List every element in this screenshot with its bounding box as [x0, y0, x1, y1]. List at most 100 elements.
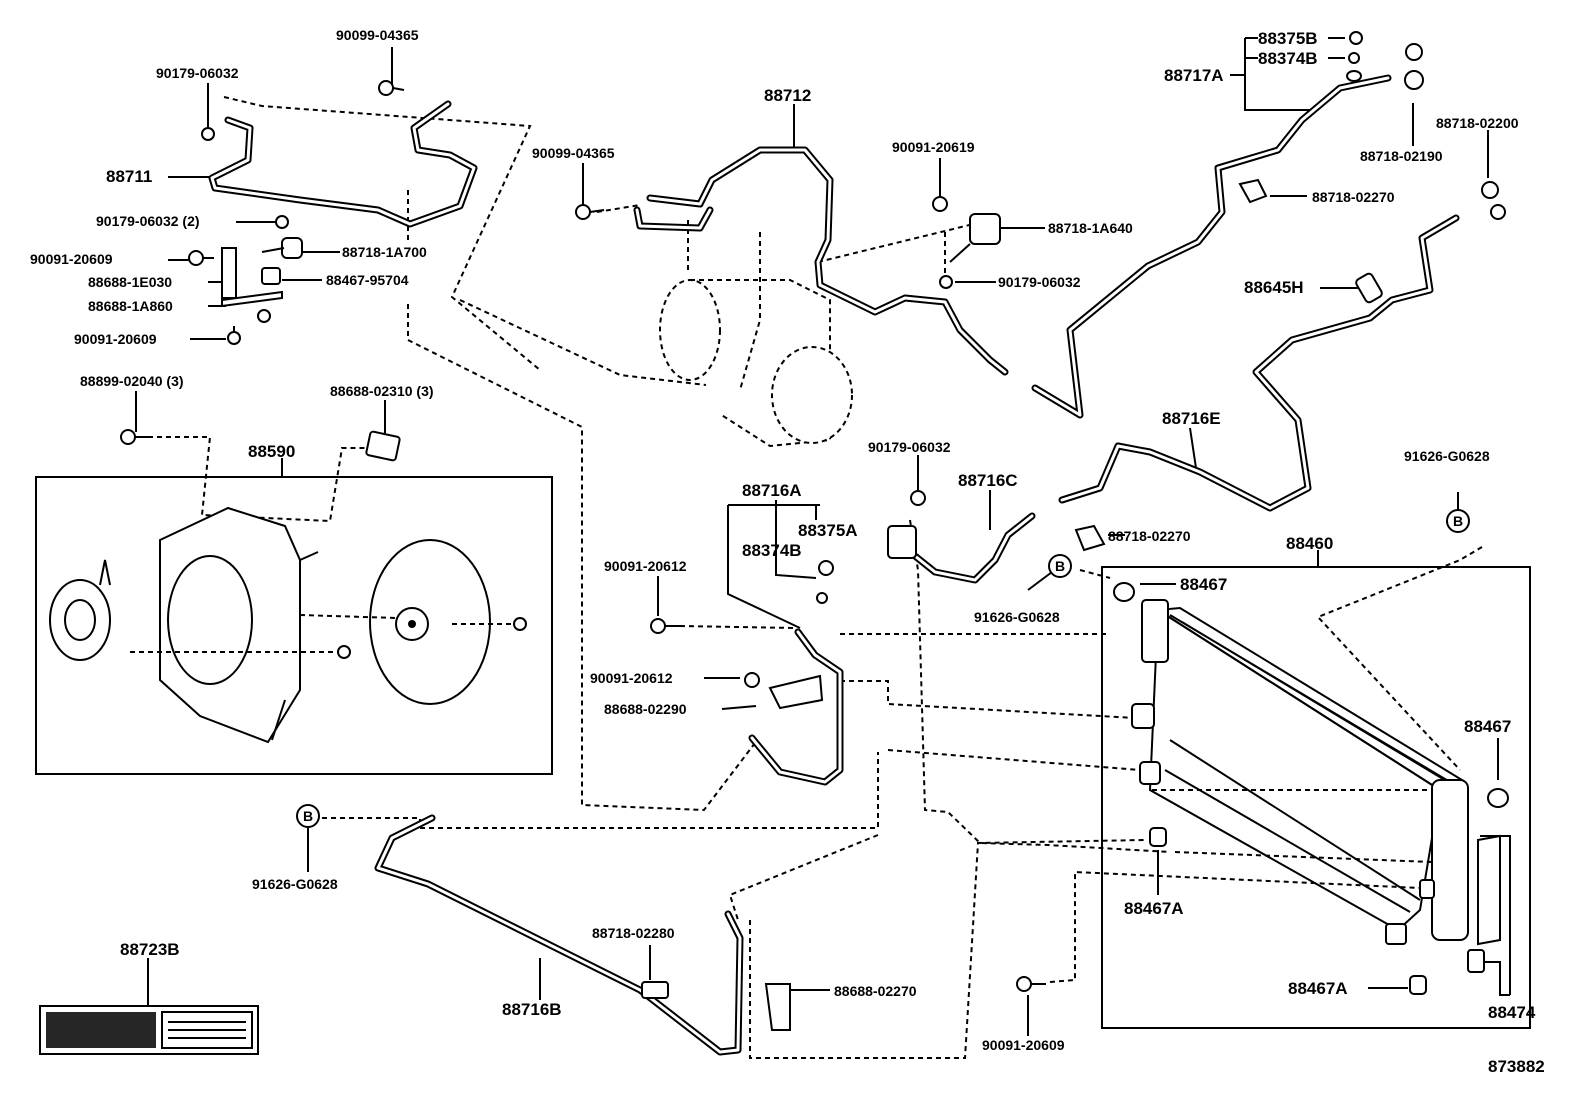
bolt-90091-20609-c	[1016, 976, 1046, 992]
label-88718-02190: 88718-02190	[1360, 148, 1443, 164]
b-markers: B B B	[296, 509, 1470, 828]
label-88716b: 88716B	[502, 1000, 562, 1019]
bolt-90091-20612-a	[650, 618, 680, 634]
bolt-90179-06032-a	[201, 127, 215, 141]
fan-assembly-frame	[35, 476, 553, 775]
label-88723b: 88723B	[120, 940, 180, 959]
fan-shroud	[159, 506, 319, 744]
clip-88718-02270-a	[1238, 178, 1268, 204]
fan-motor	[49, 559, 111, 661]
seal-88374b-top	[1348, 52, 1360, 64]
cap-88375-extra	[1346, 70, 1362, 82]
label-88711: 88711	[106, 167, 152, 186]
bracket-88688-1a860	[221, 290, 283, 323]
marker-b-middle: B	[1048, 554, 1072, 578]
nut-90179-06032-b	[939, 275, 953, 289]
pipe-88711	[208, 100, 478, 228]
clip-88718-1a700	[261, 237, 303, 259]
leader-lines	[135, 37, 1511, 1036]
label-88374b-mid: 88374B	[742, 541, 802, 560]
fan-assembly-88590	[49, 506, 527, 744]
pipe-88712	[633, 146, 1009, 376]
label-88590: 88590	[248, 442, 295, 461]
label-88718-02200: 88718-02200	[1436, 115, 1519, 131]
bracket-88688-02270	[764, 983, 791, 1031]
bolt-90099-04365-b	[575, 204, 605, 220]
svg-text:B: B	[303, 808, 313, 824]
label-88718-1a640: 88718-1A640	[1048, 220, 1133, 236]
clip-88718-1a640	[949, 213, 1001, 263]
label-88467a-b: 88467A	[1288, 979, 1348, 998]
label-90179-06032-2: 90179-06032 (2)	[96, 213, 200, 229]
bolt-90179-06032-2	[275, 215, 289, 229]
label-88688-02290: 88688-02290	[604, 701, 687, 717]
label-88899-02040: 88899-02040 (3)	[80, 373, 184, 389]
part-labels: 90099-04365 90179-06032 88711 90179-0603…	[30, 27, 1545, 1076]
label-88688-1e030: 88688-1E030	[88, 274, 172, 290]
label-90099-04365-a: 90099-04365	[336, 27, 419, 43]
label-88375a: 88375A	[798, 521, 858, 540]
condenser-assembly-frame	[1101, 566, 1531, 1029]
label-88474: 88474	[1488, 1003, 1536, 1022]
bolt-90099-04365-a	[378, 80, 405, 96]
cushion-88467a-b	[1409, 975, 1427, 995]
label-90099-04365-b: 90099-04365	[532, 145, 615, 161]
stay-88467-95704	[261, 267, 281, 285]
label-88467-a: 88467	[1180, 575, 1227, 594]
label-88716e: 88716E	[1162, 409, 1221, 428]
stay-88467-b	[1487, 788, 1509, 808]
bolt-90179-06032-c	[910, 490, 926, 506]
svg-text:B: B	[1055, 558, 1065, 574]
label-90091-20609-c: 90091-20609	[982, 1037, 1065, 1053]
label-90179-06032-a: 90179-06032	[156, 65, 239, 81]
label-90179-06032-c: 90179-06032	[868, 439, 951, 455]
label-90091-20609-a: 90091-20609	[30, 251, 113, 267]
label-88688-02310: 88688-02310 (3)	[330, 383, 434, 399]
fan-blade	[369, 539, 491, 705]
label-88374b-top: 88374B	[1258, 49, 1318, 68]
marker-b-fan-area: B	[296, 804, 320, 828]
label-88718-02280: 88718-02280	[592, 925, 675, 941]
label-88716c: 88716C	[958, 471, 1018, 490]
marker-b-upper-right: B	[1446, 509, 1470, 533]
clip-88718-02280	[641, 981, 669, 999]
pipe-88716b	[374, 814, 744, 1056]
seal-88374b-mid	[816, 592, 828, 604]
bracket-88688-1e030	[221, 247, 237, 299]
label-88460: 88460	[1286, 534, 1333, 553]
bolt-88899-02040	[120, 429, 150, 445]
bolt-90091-20609-b	[227, 326, 241, 345]
label-88718-02270-b: 88718-02270	[1108, 528, 1191, 544]
bolt-90091-20612-b	[744, 672, 760, 688]
label-88467a-a: 88467A	[1124, 899, 1184, 918]
label-90091-20612-b: 90091-20612	[590, 670, 673, 686]
label-88467-95704: 88467-95704	[326, 272, 409, 288]
pipe-88716c	[906, 512, 1036, 584]
pipe-88716a	[748, 628, 844, 786]
compressor	[659, 279, 853, 448]
label-88688-02270: 88688-02270	[834, 983, 917, 999]
label-91626-g0628-b: 91626-G0628	[974, 609, 1060, 625]
diagram-id: 873882	[1488, 1057, 1545, 1076]
label-91626-g0628-c: 91626-G0628	[252, 876, 338, 892]
label-88712: 88712	[764, 86, 811, 105]
label-90091-20619: 90091-20619	[892, 139, 975, 155]
label-88467-b: 88467	[1464, 717, 1511, 736]
clip-88718-02200	[1481, 181, 1506, 220]
label-88717a: 88717A	[1164, 66, 1224, 85]
svg-text:B: B	[1453, 513, 1463, 529]
label-88375b: 88375B	[1258, 29, 1318, 48]
cap-88375a	[818, 560, 834, 576]
bracket-88688-02290	[768, 674, 824, 710]
clip-88718-02270-b	[1074, 524, 1106, 552]
label-88645h: 88645H	[1244, 278, 1304, 297]
pipe-88716e	[1058, 214, 1460, 512]
bolt-90091-20619	[932, 196, 948, 212]
small-parts	[120, 31, 1509, 1031]
block-88716c	[887, 525, 917, 559]
label-88688-1a860: 88688-1A860	[88, 298, 173, 314]
cap-88375b	[1349, 31, 1363, 45]
caution-label-88723b	[39, 1005, 259, 1055]
bolt-90091-20609-a	[188, 250, 214, 266]
